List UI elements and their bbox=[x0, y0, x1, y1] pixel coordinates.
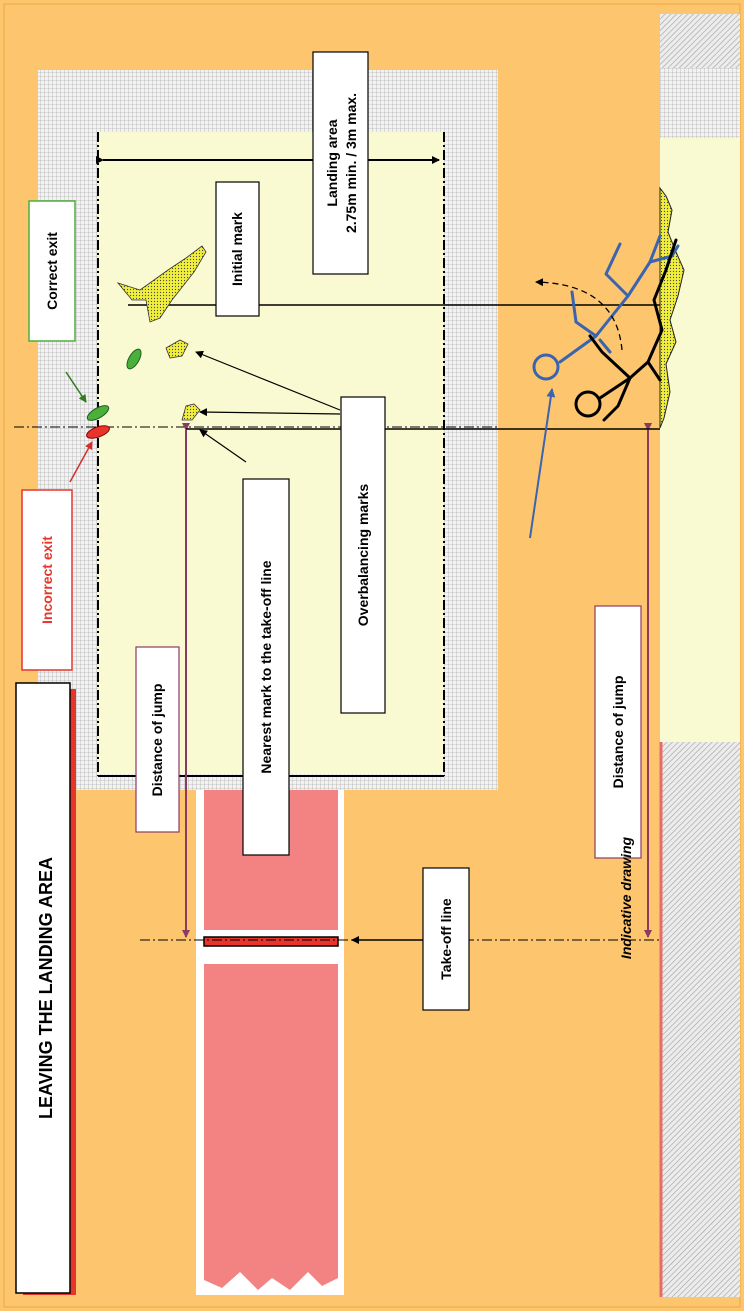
page-title: LEAVING THE LANDING AREA bbox=[36, 857, 56, 1119]
runway-bottom bbox=[204, 964, 338, 1290]
correct-exit-arrow bbox=[65, 371, 87, 403]
take-off-board bbox=[203, 936, 339, 947]
side-view-grid-block bbox=[660, 68, 740, 138]
initial-mark bbox=[116, 245, 207, 323]
incorrect-exit-footprint bbox=[86, 425, 110, 439]
side-view-hatch-top bbox=[660, 14, 740, 68]
initial-mark-label: Initial mark bbox=[229, 212, 245, 286]
correct-exit-footprint-1 bbox=[126, 348, 142, 370]
take-off-line-box bbox=[422, 867, 470, 1011]
overbalancing-mark-2 bbox=[181, 403, 201, 421]
correct-exit-box bbox=[28, 200, 76, 342]
indicative-drawing-note: Indicative drawing bbox=[618, 836, 634, 959]
side-view-runway-hatch bbox=[660, 742, 740, 1297]
nearest-mark-label: Nearest mark to the take-off line bbox=[258, 560, 274, 773]
landing-area-box bbox=[312, 51, 369, 275]
incorrect-exit-arrow bbox=[69, 441, 93, 483]
incorrect-exit-box bbox=[21, 489, 73, 671]
overbalancing-pointer-2 bbox=[199, 408, 341, 417]
overbalancing-marks-box bbox=[340, 396, 386, 714]
landing-area-label-line2: 2.75m min. / 3m max. bbox=[343, 93, 359, 233]
distance-top-box bbox=[135, 646, 180, 833]
nearest-mark-box bbox=[242, 478, 290, 856]
incorrect-exit-label: Incorrect exit bbox=[39, 536, 55, 624]
correct-exit-label: Correct exit bbox=[44, 232, 60, 310]
distance-top-label: Distance of jump bbox=[149, 684, 165, 797]
overbalancing-marks-label: Overbalancing marks bbox=[355, 484, 371, 627]
fall-direction-arc bbox=[535, 278, 623, 351]
distance-side-box bbox=[594, 605, 642, 859]
athlete-landed-figure bbox=[574, 238, 678, 422]
nearest-mark-pointer bbox=[199, 429, 247, 463]
approach-arrow bbox=[529, 388, 556, 539]
overbalancing-mark-1 bbox=[165, 339, 189, 359]
overbalancing-pointer-1 bbox=[195, 350, 341, 411]
take-off-board-gap bbox=[204, 930, 338, 964]
title-box bbox=[15, 682, 71, 1294]
athlete-before-figure bbox=[532, 234, 680, 381]
landing-area-label-line1: Landing area bbox=[324, 119, 340, 206]
correct-exit-footprint-2 bbox=[86, 405, 110, 421]
initial-mark-box bbox=[215, 181, 260, 317]
side-view-sand-mark bbox=[659, 186, 685, 429]
take-off-line-label: Take-off line bbox=[438, 898, 454, 980]
distance-side-label: Distance of jump bbox=[610, 676, 626, 789]
